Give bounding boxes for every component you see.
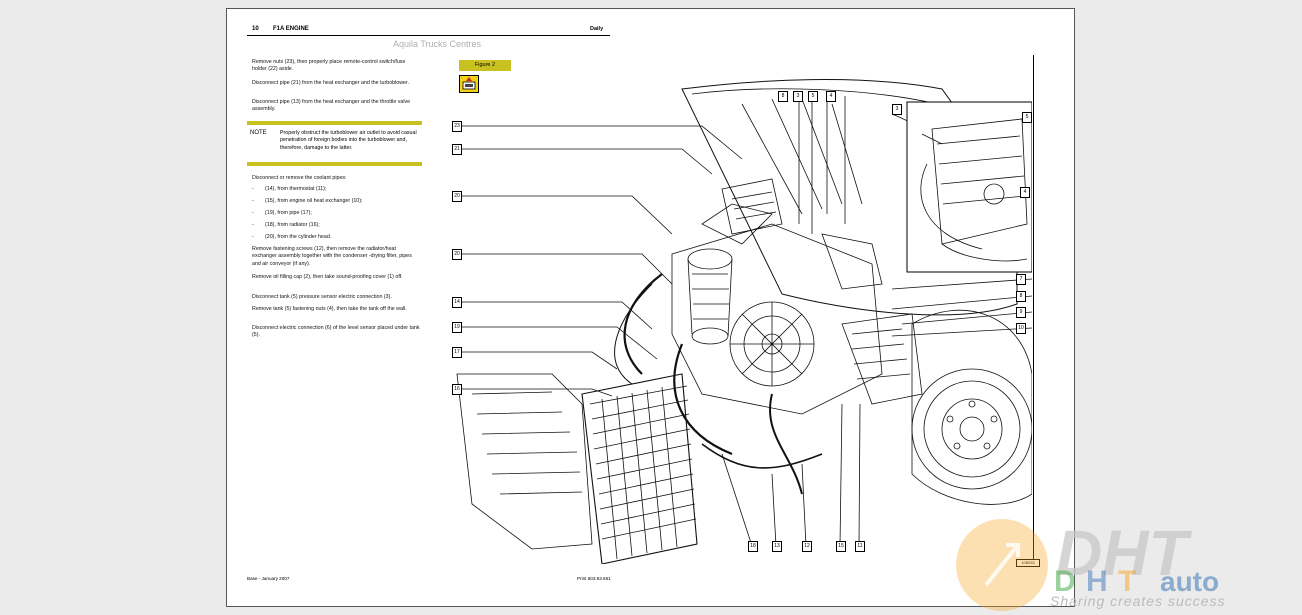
engine-figure: 8 3 5 4 3 5 4 23 21 20 20 14 19 17 16 7 … [442,74,1040,567]
callout: 20 [452,191,462,202]
svg-text:DHT: DHT [1056,517,1192,589]
dht-logo-icon: DHT D H T auto [956,517,1219,611]
callout: 11 [855,541,865,552]
callout: 13 [772,541,782,552]
list-dash: - [252,186,254,192]
note-body: Properly obstruct the turboblower air ou… [280,130,417,151]
note-bar-bottom [247,162,422,166]
callout: 3 [793,91,803,102]
dht-auto-text: auto [1160,566,1219,597]
list-item: (20), from the cylinder head. [265,234,332,240]
svg-text:H: H [1086,565,1108,598]
callout: 15 [836,541,846,552]
figure-code: 108033 [1016,559,1040,567]
list-dash: - [252,210,254,216]
section-title: F1A ENGINE [273,26,309,32]
callout: 3 [892,104,902,115]
callout: 19 [452,322,462,333]
list-item: (19), from pipe (17); [265,210,312,216]
paragraph: Disconnect or remove the coolant pipes: [252,175,347,181]
paragraph: Remove tank (5) fastening nuts (4), then… [252,306,407,312]
callout: 9 [1016,307,1026,318]
callout: 5 [808,91,818,102]
footer-print: Print 603.93.651 [577,576,611,581]
list-dash: - [252,222,254,228]
callout: 17 [452,347,462,358]
note-label: NOTE [250,130,267,136]
callout: 23 [452,121,462,132]
paragraph: Disconnect pipe (13) from the heat excha… [252,99,411,113]
figure-label: Figure 2 [459,60,511,71]
paragraph: Remove fastening screws (12), then remov… [252,246,412,267]
brand-slogan: Sharing creates success [1050,593,1226,609]
callout: 14 [452,297,462,308]
manual-page: 10 F1A ENGINE Daily Aquila Trucks Centre… [226,8,1075,607]
callout: 4 [826,91,836,102]
callout: 21 [452,144,462,155]
callout: 8 [1016,291,1026,302]
header-rule [247,35,610,36]
callout: 10 [1016,323,1026,334]
paragraph: Remove oil filling cap (2), then take so… [252,274,403,280]
callout: 7 [1016,274,1026,285]
paragraph: Remove nuts (23), then properly place re… [252,59,406,73]
svg-text:D: D [1054,565,1076,598]
brand-watermark: DHT D H T auto Sharing creates success [946,505,1302,615]
paragraph: Disconnect electric connection (6) of th… [252,325,420,339]
callout: 12 [802,541,812,552]
engine-warning-icon [459,75,479,93]
list-item: (15), from engine oil heat exchanger (10… [265,198,363,204]
list-dash: - [252,198,254,204]
margin-rule [1033,55,1034,565]
watermark: Aquila Trucks Centres [393,39,482,49]
callout: 5 [1022,112,1032,123]
callout: 18 [748,541,758,552]
list-item: (14), from thermostat (11); [265,186,327,192]
callout: 16 [452,384,462,395]
note-bar-top [247,121,422,125]
page-number: 10 [252,26,259,32]
list-dash: - [252,234,254,240]
brand-header: Daily [590,26,604,32]
paragraph: Disconnect tank (5) pressure sensor elec… [252,294,392,300]
list-item: (18), from radiator (16); [265,222,320,228]
svg-text:T: T [1118,565,1136,598]
paragraph: Disconnect pipe (21) from the heat excha… [252,80,409,86]
footer-edition: Base - January 2007 [247,576,290,581]
callout: 4 [1020,187,1030,198]
callout: 8 [778,91,788,102]
callout: 20 [452,249,462,260]
